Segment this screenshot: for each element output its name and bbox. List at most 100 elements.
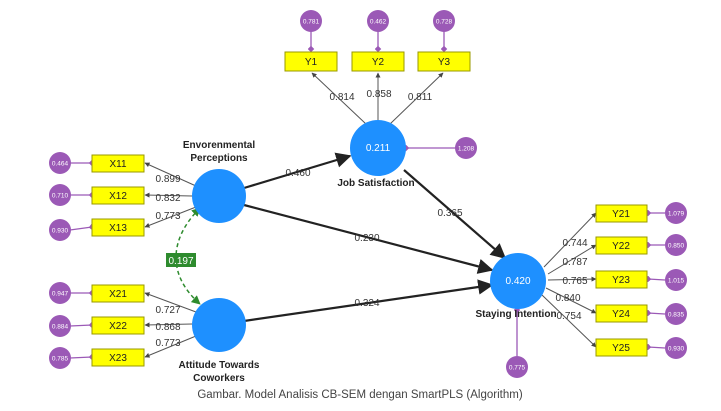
error-y23: 1.015 [665,269,687,291]
title-si: Staying Intention [475,309,556,320]
svg-text:1.079: 1.079 [668,211,685,218]
error-y22: 0.850 [665,234,687,256]
coef-env-js: 0.460 [285,168,310,179]
error-x11: 0.464 [49,152,71,174]
loading-lines [144,72,597,358]
latent-env [192,169,246,223]
indicator-y21: Y21 [595,204,648,223]
svg-text:0.744: 0.744 [562,238,587,249]
latent-att [192,298,246,352]
path-env-js [243,152,352,190]
svg-text:0.765: 0.765 [562,276,587,287]
svg-text:X22: X22 [109,321,127,332]
path-att-si [243,279,494,323]
structural-paths [243,152,507,323]
indicator-y3: Y3 [417,51,471,72]
svg-text:Y25: Y25 [612,343,630,354]
svg-text:0.840: 0.840 [555,293,580,304]
latent-variables: 0.211 0.420 [192,120,546,352]
svg-text:0.420: 0.420 [505,276,530,287]
svg-text:0.211: 0.211 [366,143,391,154]
error-terms: 0.464 0.710 0.930 0.947 0.884 0.785 0.78… [49,10,687,378]
svg-text:Y24: Y24 [612,309,630,320]
error-y24: 0.835 [665,303,687,325]
error-lines [69,31,666,361]
indicators: X11 X12 X13 X21 X22 X23 Y1 Y2 [91,51,648,367]
indicator-y22: Y22 [595,236,648,255]
path-env-si [243,203,494,274]
title-att-line2: Coworkers [193,373,245,384]
indicator-y24: Y24 [595,304,648,323]
svg-text:0.868: 0.868 [155,322,180,333]
indicator-y2: Y2 [351,51,405,72]
svg-text:0.781: 0.781 [303,19,320,26]
error-y21: 1.079 [665,202,687,224]
svg-text:X13: X13 [109,223,127,234]
svg-text:Y3: Y3 [438,57,451,68]
covariance-label: 0.197 [166,253,196,267]
error-x23: 0.785 [49,347,71,369]
error-x21: 0.947 [49,282,71,304]
svg-text:0.197: 0.197 [168,256,193,267]
svg-text:0.835: 0.835 [668,312,685,319]
svg-text:Y21: Y21 [612,209,630,220]
svg-text:1.208: 1.208 [458,146,475,153]
latent-titles: Envorenmental Perceptions Attitude Towar… [179,140,557,384]
error-y3: 0.728 [433,10,455,32]
svg-text:0.787: 0.787 [562,257,587,268]
coef-env-si: 0.230 [354,233,379,244]
svg-text:0.754: 0.754 [556,311,581,322]
svg-text:0.464: 0.464 [52,161,69,168]
title-js: Job Satisfaction [337,178,414,189]
error-x22: 0.884 [49,315,71,337]
coef-att-si: 0.324 [354,298,379,309]
latent-si: 0.420 [490,253,546,309]
title-env-line1: Envorenmental [183,140,255,151]
figure-caption: Gambar. Model Analisis CB-SEM dengan Sma… [197,389,522,401]
indicator-y23: Y23 [595,270,648,289]
indicator-y25: Y25 [595,338,648,357]
svg-text:0.930: 0.930 [52,228,69,235]
svg-text:X23: X23 [109,353,127,364]
error-y1: 0.781 [300,10,322,32]
title-env-line2: Perceptions [190,153,248,164]
svg-text:0.773: 0.773 [155,338,180,349]
svg-text:0.930: 0.930 [668,346,685,353]
svg-text:Y2: Y2 [372,57,385,68]
title-att-line1: Attitude Towards [179,360,260,371]
svg-text:0.884: 0.884 [52,324,69,331]
coef-js-si: 0.365 [437,208,462,219]
svg-text:0.899: 0.899 [155,174,180,185]
error-y2: 0.462 [367,10,389,32]
svg-text:0.811: 0.811 [408,92,433,103]
svg-text:0.947: 0.947 [52,291,69,298]
indicator-x21: X21 [91,284,145,303]
svg-text:0.814: 0.814 [329,92,354,103]
indicator-x13: X13 [91,218,145,237]
svg-text:0.462: 0.462 [370,19,387,26]
svg-text:Y22: Y22 [612,241,630,252]
error-si: 0.775 [506,356,528,378]
svg-text:0.773: 0.773 [155,211,180,222]
error-x12: 0.710 [49,184,71,206]
svg-text:0.785: 0.785 [52,356,69,363]
svg-text:X12: X12 [109,191,127,202]
svg-text:0.728: 0.728 [436,19,453,26]
path-labels: 0.460 0.230 0.324 0.365 [285,168,462,309]
svg-text:0.775: 0.775 [509,365,526,372]
svg-text:0.832: 0.832 [155,193,180,204]
svg-text:X11: X11 [109,159,126,170]
error-js: 1.208 [455,137,477,159]
svg-text:Y1: Y1 [305,57,318,68]
indicator-y1: Y1 [284,51,338,72]
svg-text:X21: X21 [109,289,127,300]
indicator-x23: X23 [91,348,145,367]
indicator-x11: X11 [91,154,145,173]
svg-text:0.710: 0.710 [52,193,69,200]
latent-js: 0.211 [350,120,406,176]
svg-text:1.015: 1.015 [668,278,685,285]
error-y25: 0.930 [665,337,687,359]
svg-text:Y23: Y23 [612,275,630,286]
